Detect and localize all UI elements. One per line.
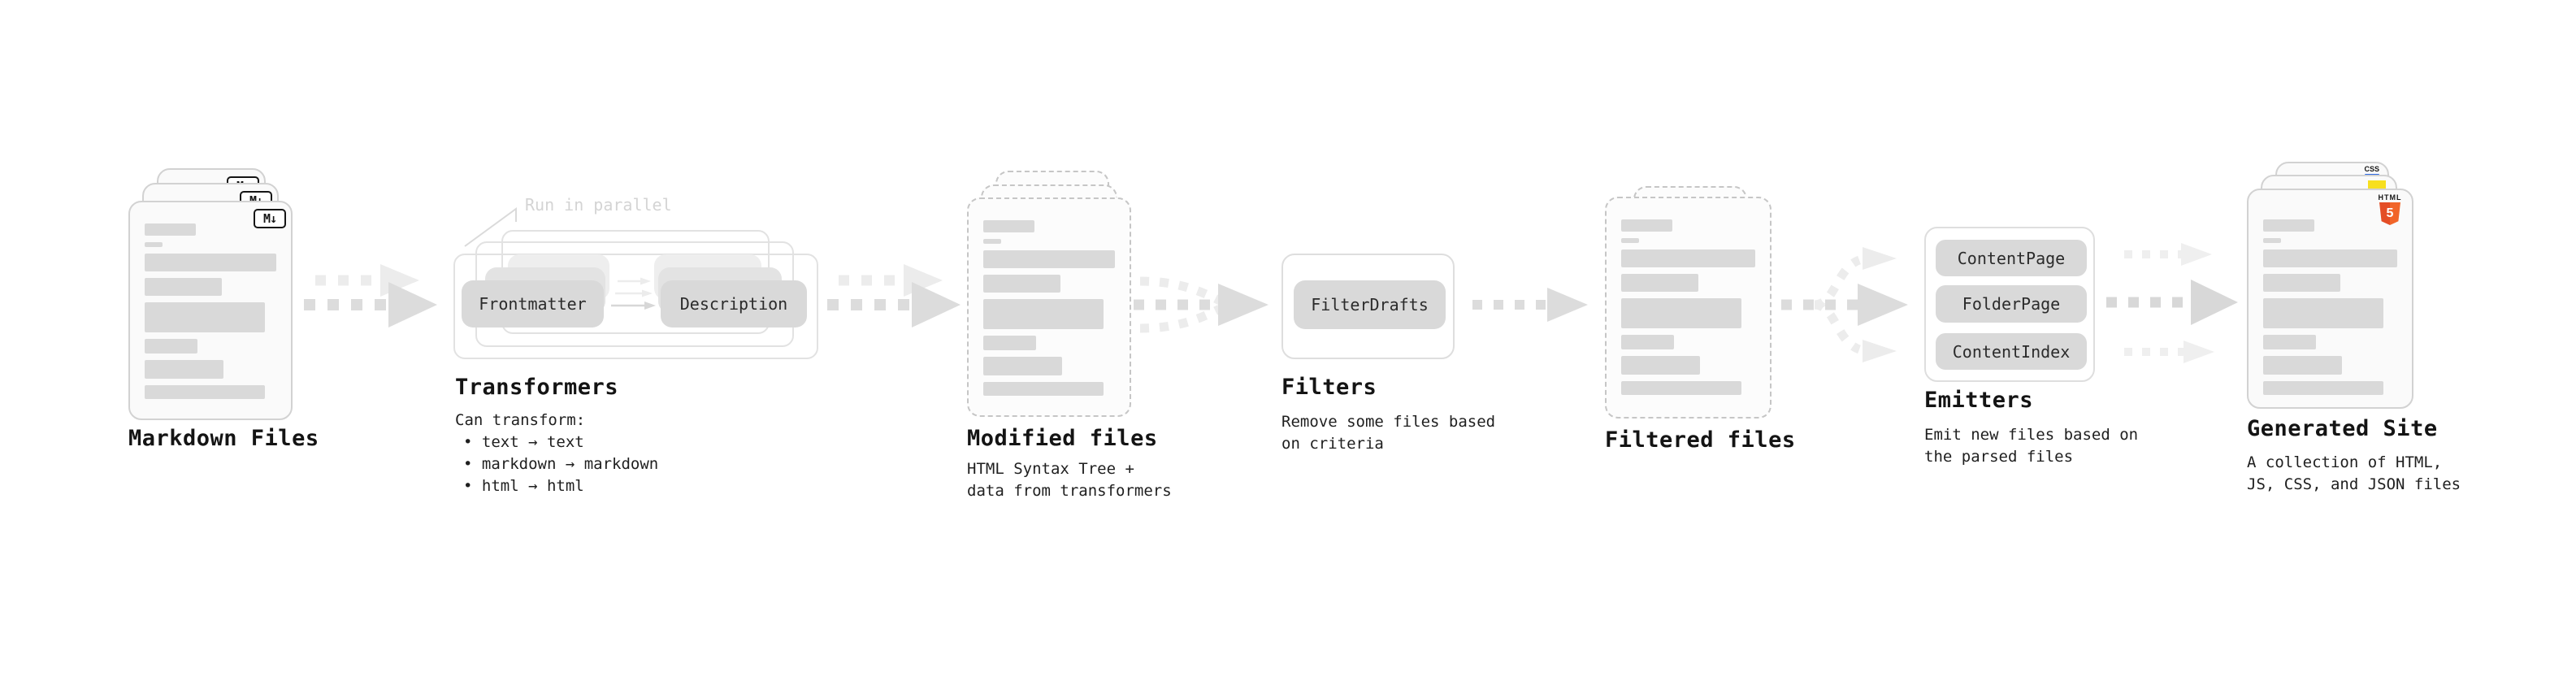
transformers-title: Transformers bbox=[455, 375, 619, 400]
html5-icon-label: HTML bbox=[2378, 193, 2402, 202]
filters-panel: FilterDrafts bbox=[1281, 254, 1455, 359]
caption-heading: Can transform: bbox=[455, 411, 586, 429]
markdown-files-stack: M↓ M↓ M↓ bbox=[128, 168, 323, 422]
arrow-markdown-to-transformers bbox=[304, 264, 437, 327]
modified-files-stack bbox=[967, 171, 1164, 417]
filters-title: Filters bbox=[1281, 375, 1377, 400]
arrow-emitters-to-generated bbox=[2106, 243, 2238, 363]
js-icon bbox=[2368, 180, 2386, 189]
modified-files-caption: HTML Syntax Tree + data from transformer… bbox=[967, 460, 1172, 500]
html-page: HTML 5 bbox=[2247, 189, 2413, 409]
frontmatter-chip: Frontmatter bbox=[462, 280, 604, 327]
skeleton-text-lines bbox=[1621, 219, 1755, 395]
markdown-files-title: Markdown Files bbox=[128, 426, 319, 451]
caption-bullet: • markdown → markdown bbox=[463, 455, 659, 473]
skeleton-text-lines bbox=[145, 223, 276, 399]
emitters-panel: ContentPage FolderPage ContentIndex bbox=[1924, 227, 2095, 382]
generated-site-caption: A collection of HTML, JS, CSS, and JSON … bbox=[2247, 453, 2461, 493]
emitters-caption: Emit new files based on the parsed files bbox=[1924, 426, 2139, 466]
filtered-files-stack bbox=[1605, 186, 1784, 419]
filterdrafts-chip: FilterDrafts bbox=[1294, 280, 1446, 329]
transformers-caption: Can transform: • text → text • markdown … bbox=[455, 410, 658, 497]
emitters-title: Emitters bbox=[1924, 388, 2034, 413]
run-in-parallel-label: Run in parallel bbox=[525, 195, 672, 215]
css-icon-label: CSS bbox=[2364, 165, 2379, 173]
modified-files-title: Modified files bbox=[967, 426, 1158, 451]
generated-site-title: Generated Site bbox=[2247, 416, 2438, 441]
markdown-icon: M↓ bbox=[254, 209, 286, 228]
callout-line bbox=[464, 207, 517, 247]
filtered-page-front bbox=[1605, 197, 1772, 419]
contentindex-chip: ContentIndex bbox=[1936, 333, 2087, 370]
skeleton-text-lines bbox=[983, 220, 1115, 396]
generated-site-stack: CSS HTML 5 bbox=[2247, 162, 2442, 410]
description-chip: Description bbox=[661, 280, 807, 327]
filters-caption: Remove some files based on criteria bbox=[1281, 413, 1496, 453]
arrow-filtered-to-emitters bbox=[1781, 247, 1908, 362]
html5-icon: HTML 5 bbox=[2378, 194, 2402, 225]
folderpage-chip: FolderPage bbox=[1936, 285, 2087, 323]
transformer-box-front bbox=[453, 254, 818, 359]
arrow-transformers-to-modified bbox=[827, 264, 961, 327]
contentpage-chip: ContentPage bbox=[1936, 240, 2087, 276]
filtered-files-title: Filtered files bbox=[1605, 427, 1796, 453]
caption-bullet: • text → text bbox=[463, 433, 584, 451]
arrow-filters-to-filtered bbox=[1472, 288, 1588, 322]
transformers-group: Run in parallel Frontmatter Description bbox=[453, 195, 835, 367]
modified-page-front bbox=[967, 197, 1131, 417]
html5-icon-shield: 5 bbox=[2379, 202, 2400, 225]
caption-bullet: • html → html bbox=[463, 477, 584, 495]
arrow-modified-to-filters bbox=[1134, 276, 1268, 333]
skeleton-text-lines bbox=[2263, 219, 2397, 395]
markdown-page-front: M↓ bbox=[128, 201, 293, 420]
parallel-mini-arrows bbox=[611, 277, 656, 310]
